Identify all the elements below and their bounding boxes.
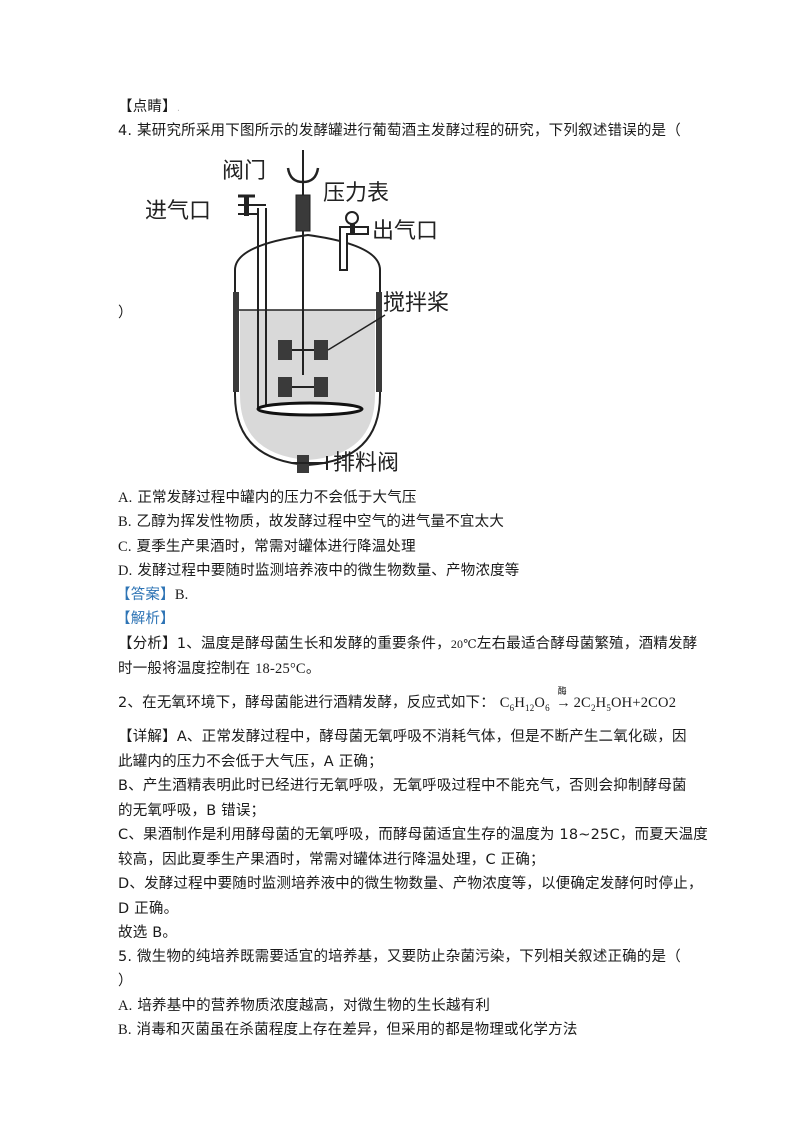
detail-label: 【详解】 <box>118 729 177 745</box>
answer-line: 【答案】B. <box>116 585 189 605</box>
jacket-left <box>233 292 239 392</box>
analysis-header: 【分析】 <box>118 636 177 652</box>
detail-line-5: C、果酒制作是利用酵母菌的无氧呼吸，而酵母菌适宜生存的温度为 18~25C，而夏… <box>118 825 708 845</box>
detail-line-6: 较高，因此夏季生产果酒时，常需对罐体进行降温处理，C 正确； <box>118 850 545 870</box>
temperature-value: 20℃ <box>450 637 477 651</box>
culture-liquid <box>240 310 375 460</box>
paddle <box>278 340 292 360</box>
paddle <box>278 377 292 397</box>
close-paren: ） <box>118 305 133 321</box>
motor-block <box>295 194 311 232</box>
option-d: D. 发酵过程中要随时监测培养液中的微生物数量、产物浓度等 <box>118 561 520 581</box>
question-4-stem: 4. 某研究所采用下图所示的发酵罐进行葡萄酒主发酵过程的研究，下列叙述错误的是（ <box>118 121 681 141</box>
detail-text: 的无氧呼吸，B 错误； <box>118 803 266 819</box>
option-key: A. <box>118 998 133 1014</box>
detail-text: 较高，因此夏季生产果酒时，常需对罐体进行降温处理，C 正确； <box>118 852 545 868</box>
conclusion-text: 故选 B。 <box>118 925 178 941</box>
label-air-inlet: 进气口 <box>145 199 211 224</box>
option-text: 消毒和灭菌虽在杀菌程度上存在差异，但采用的都是物理或化学方法 <box>136 1022 578 1038</box>
paragraph-mark: . <box>176 103 181 114</box>
option-key: D. <box>118 563 133 579</box>
detail-line-8: D 正确。 <box>118 899 178 919</box>
option-key: A. <box>118 490 133 506</box>
question-4-close-paren: ） <box>118 303 133 323</box>
reaction-formula: C6H12O6 酶→2C2H5OH+2CO2 <box>499 686 677 713</box>
question-5-stem: 5. 微生物的纯培养既需要适宜的培养基，又要防止杂菌污染，下列相关叙述正确的是（ <box>118 947 681 967</box>
option-b: B. 乙醇为挥发性物质，故发酵过程中空气的进气量不宜太大 <box>118 512 504 532</box>
q5-option-a: A. 培养基中的营养物质浓度越高，对微生物的生长越有利 <box>118 996 490 1016</box>
option-text: 发酵过程中要随时监测培养液中的微生物数量、产物浓度等 <box>137 563 520 579</box>
vessel-body <box>234 233 381 467</box>
detail-line-2: 此罐内的压力不会低于大气压，A 正确； <box>118 752 383 772</box>
detail-line-7: D、发酵过程中要随时监测培养液中的微生物数量、产物浓度等，以便确定发酵何时停止， <box>118 874 703 894</box>
detail-line-3: B、产生酒精表明此时已经进行无氧呼吸，无氧呼吸过程中不能充气，否则会抑制酵母菌 <box>118 776 687 796</box>
temperature-range: 18-25°C <box>255 661 306 677</box>
analysis-2-line: 2、在无氧环境下，酵母菌能进行酒精发酵，反应式如下： C6H12O6 酶→2C2… <box>118 686 677 718</box>
option-text: 乙醇为挥发性物质，故发酵过程中空气的进气量不宜太大 <box>136 514 505 530</box>
close-paren: ） <box>118 973 133 989</box>
option-key: B. <box>118 514 132 530</box>
highlight-label: 【点睛】 <box>118 99 177 115</box>
answer-label: 【答案】 <box>116 587 175 603</box>
detail-line-1: 【详解】A、正常发酵过程中，酵母菌无氧呼吸不消耗气体，但是不断产生二氧化碳，因 <box>118 727 687 747</box>
question-5-stem-text: 5. 微生物的纯培养既需要适宜的培养基，又要防止杂菌污染，下列相关叙述正确的是（ <box>118 949 681 965</box>
highlight-heading: 【点睛】. <box>118 97 180 119</box>
detail-text: C、果酒制作是利用酵母菌的无氧呼吸，而酵母菌适宜生存的温度为 18~25C，而夏… <box>118 827 709 843</box>
analysis-label: 【解析】 <box>116 611 175 627</box>
question-4-stem-text: 4. 某研究所采用下图所示的发酵罐进行葡萄酒主发酵过程的研究，下列叙述错误的是（ <box>118 123 681 139</box>
option-key: B. <box>118 1022 132 1038</box>
option-text: 培养基中的营养物质浓度越高，对微生物的生长越有利 <box>137 998 491 1014</box>
inlet-pipe <box>257 208 267 408</box>
detail-text: D、发酵过程中要随时监测培养液中的微生物数量、产物浓度等，以便确定发酵何时停止， <box>118 876 703 892</box>
detail-text: 此罐内的压力不会低于大气压，A 正确； <box>118 754 383 770</box>
option-c: C. 夏季生产果酒时，常需对罐体进行降温处理 <box>118 537 416 557</box>
valve-icon <box>244 196 249 216</box>
option-text: 夏季生产果酒时，常需对罐体进行降温处理 <box>136 539 416 555</box>
paddle <box>314 340 328 360</box>
detail-line-4: 的无氧呼吸，B 错误； <box>118 801 265 821</box>
analysis-text: 左右最适合酵母菌繁殖，酒精发酵 <box>476 636 698 652</box>
analysis-text: 。 <box>305 661 321 677</box>
reaction-arrow-icon: 酶→ <box>556 686 571 711</box>
analysis-text: 时一般将温度控制在 <box>118 661 256 677</box>
analysis-text: 2、在无氧环境下，酵母菌能进行酒精发酵，反应式如下： <box>118 695 495 711</box>
fermenter-diagram: 阀门 进气口 压力表 出气口 搅拌桨 排料阀 <box>140 150 500 480</box>
jacket-right <box>376 292 382 392</box>
outlet-pipe <box>339 226 369 271</box>
question-5-close-paren: ） <box>118 971 133 991</box>
analysis-heading: 【解析】 <box>116 609 175 629</box>
detail-text: A、正常发酵过程中，酵母菌无氧呼吸不消耗气体，但是不断产生二氧化碳，因 <box>176 729 687 745</box>
option-a: A. 正常发酵过程中罐内的压力不会低于大气压 <box>118 488 417 508</box>
label-pressure-gauge: 压力表 <box>323 181 389 206</box>
analysis-1-line-2: 时一般将温度控制在 18-25°C。 <box>118 659 321 679</box>
fermenter-svg: 阀门 进气口 压力表 出气口 搅拌桨 排料阀 <box>145 150 449 476</box>
q5-option-b: B. 消毒和灭菌虽在杀菌程度上存在差异，但采用的都是物理或化学方法 <box>118 1020 578 1040</box>
option-text: 正常发酵过程中罐内的压力不会低于大气压 <box>137 490 417 506</box>
label-discharge-valve: 排料阀 <box>333 451 399 476</box>
rotation-arrow-icon <box>286 167 320 184</box>
paddle <box>314 377 328 397</box>
label-valve: 阀门 <box>222 159 266 184</box>
option-key: C. <box>118 539 132 555</box>
sparger-ring <box>256 401 364 417</box>
analysis-1-line-1: 【分析】1、温度是酵母菌生长和发酵的重要条件，20℃左右最适合酵母菌繁殖，酒精发… <box>118 634 697 654</box>
detail-text: B、产生酒精表明此时已经进行无氧呼吸，无氧呼吸过程中不能充气，否则会抑制酵母菌 <box>118 778 687 794</box>
label-stirring-paddle: 搅拌桨 <box>383 291 449 316</box>
analysis-text: 1、温度是酵母菌生长和发酵的重要条件， <box>176 636 451 652</box>
label-air-outlet: 出气口 <box>372 219 438 244</box>
detail-text: D 正确。 <box>118 901 179 917</box>
answer-value: B. <box>174 587 189 603</box>
pressure-gauge-icon <box>345 211 359 225</box>
conclusion-line: 故选 B。 <box>118 923 177 943</box>
